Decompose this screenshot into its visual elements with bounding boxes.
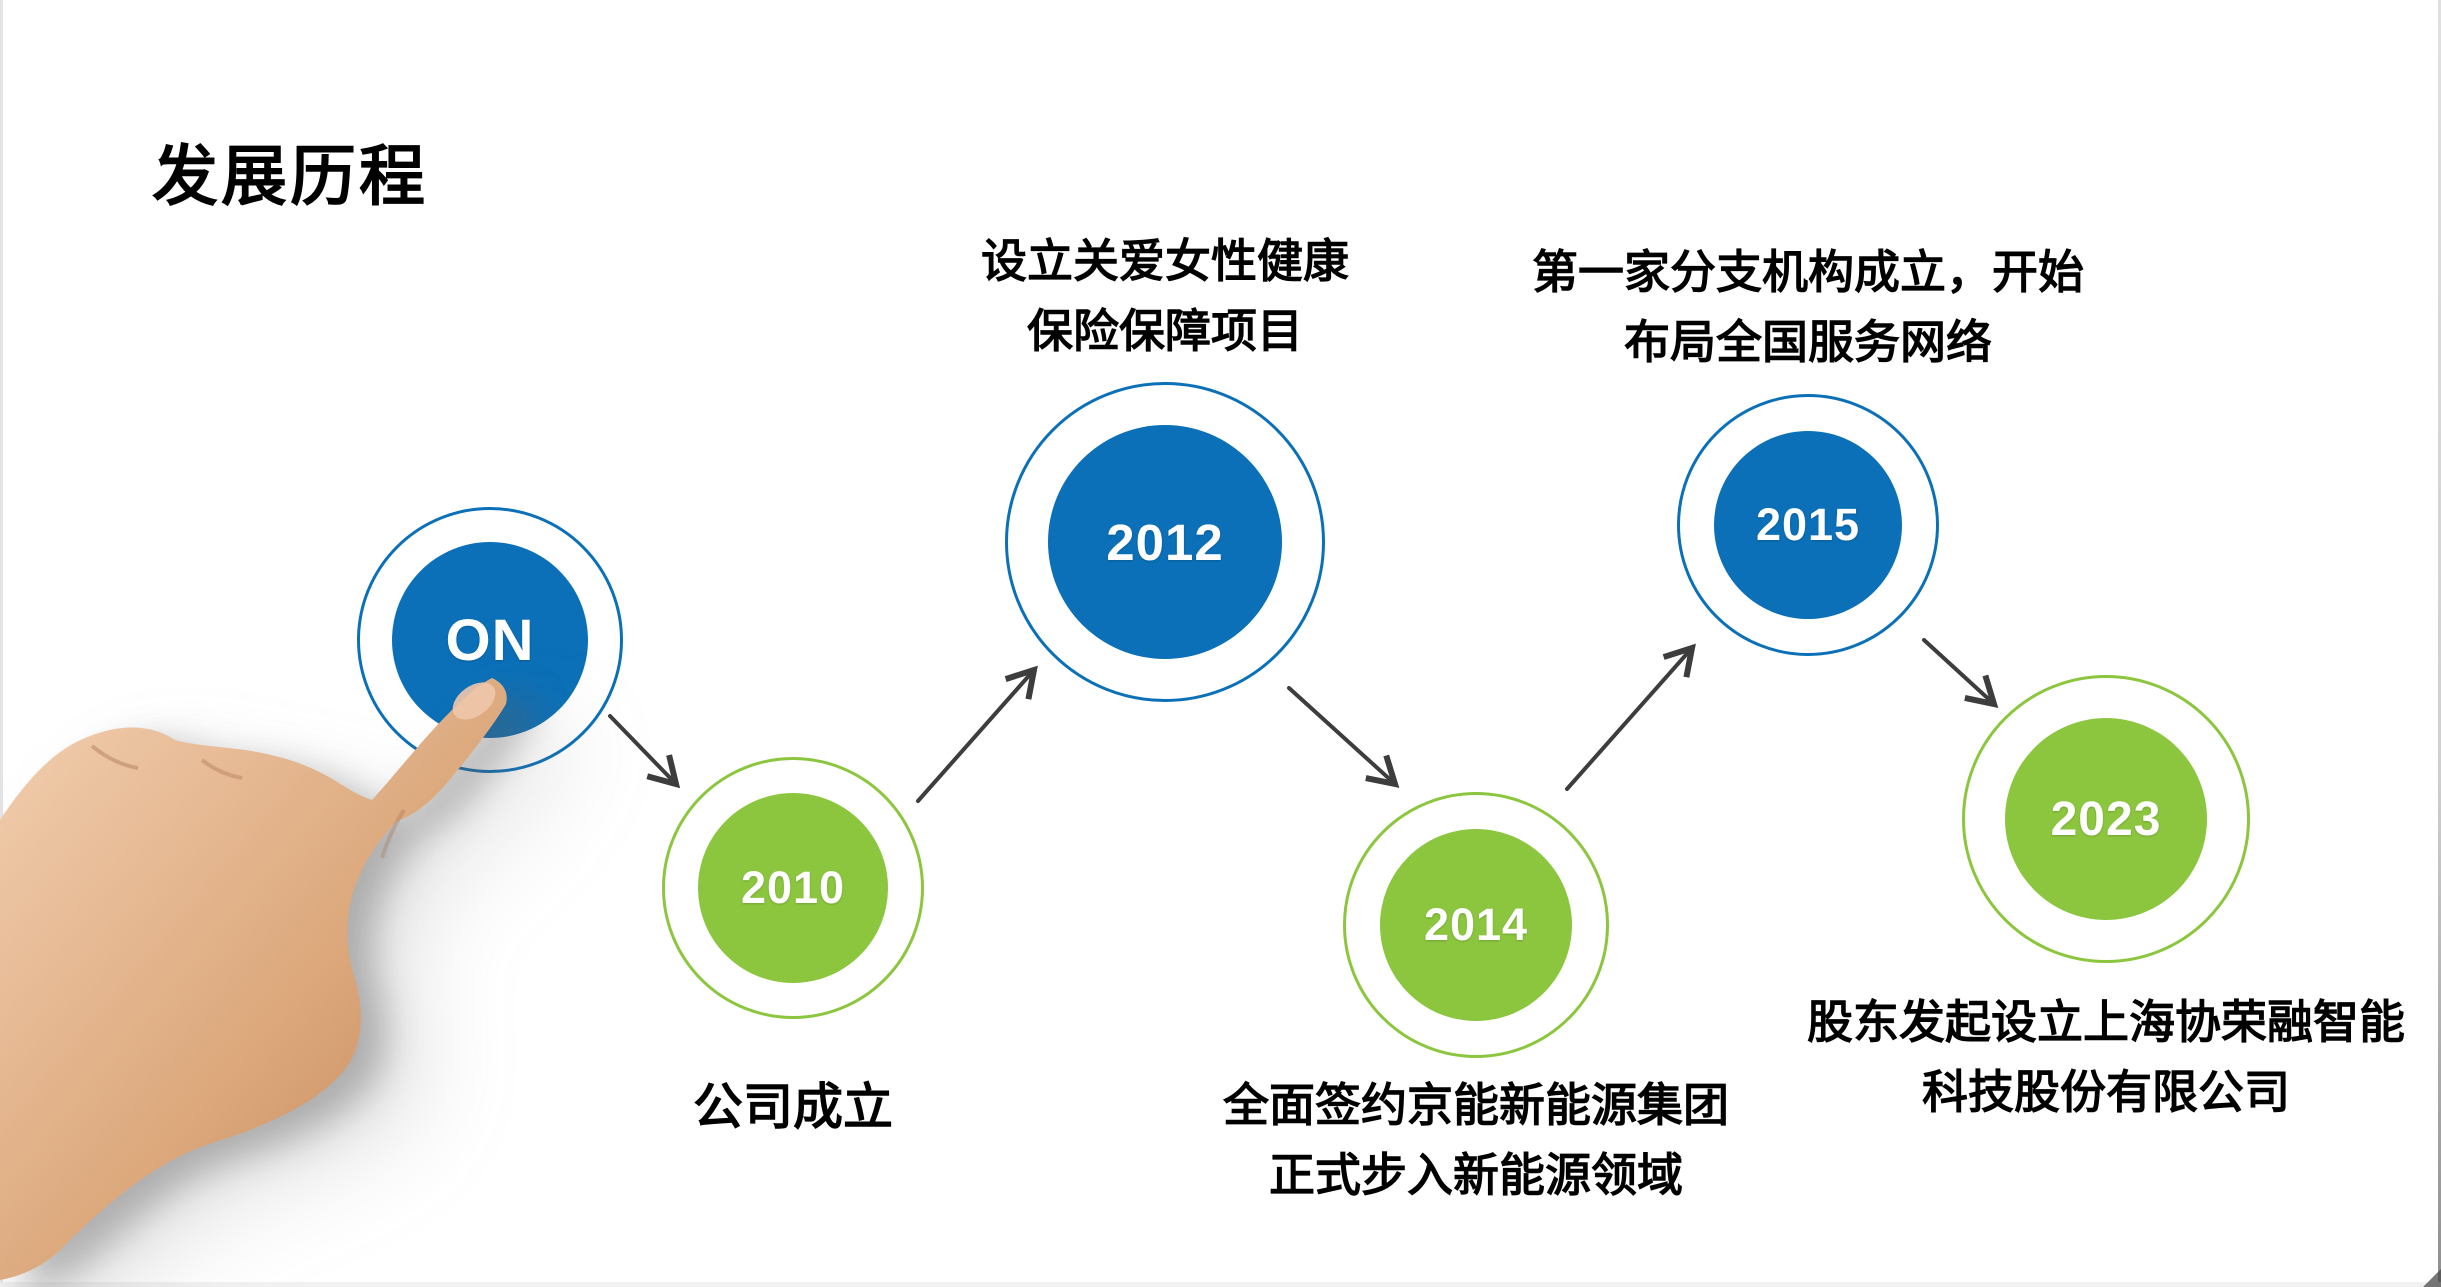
timeline-node-2014: 2014	[1343, 792, 1609, 1058]
fingernail	[452, 682, 496, 720]
label-line: 正式步入新能源领域	[1269, 1149, 1683, 1201]
node-year: 2012	[1106, 513, 1224, 571]
slide-edge-right	[2438, 0, 2441, 1287]
node-year: 2010	[740, 862, 846, 913]
node-circle: ON	[392, 542, 588, 738]
arrow-2014-to-2015-icon	[1565, 643, 1696, 791]
label-line: 科技股份有限公司	[1922, 1066, 2290, 1118]
node-circle: 2014	[1380, 829, 1572, 1021]
milestone-label-2010: 公司成立	[393, 1072, 1193, 1142]
arrow-2010-to-2012-icon	[916, 665, 1038, 803]
arrow-2012-to-2014-icon	[1287, 686, 1400, 788]
node-year: 2015	[1755, 499, 1861, 550]
node-year: 2023	[2050, 792, 2162, 846]
label-line: 公司成立	[693, 1079, 893, 1135]
knuckle-crease	[90, 744, 139, 770]
label-line: 股东发起设立上海协荣融智能	[1807, 996, 2405, 1048]
slide-corner-shadow	[2423, 1269, 2441, 1287]
label-line: 保险保障项目	[1027, 305, 1303, 357]
hand-shape	[0, 678, 507, 1280]
slide-edge-left	[0, 0, 3, 1287]
timeline-node-2015: 2015	[1677, 394, 1939, 656]
slide-edge-bottom	[0, 1282, 2441, 1287]
milestone-label-2015: 第一家分支机构成立，开始 布局全国服务网络	[1408, 237, 2208, 377]
timeline-node-2010: 2010	[662, 757, 924, 1019]
knuckle-crease	[200, 758, 243, 780]
node-year: 2014	[1423, 899, 1529, 950]
node-circle: 2023	[2005, 718, 2207, 920]
label-line: 第一家分支机构成立，开始	[1532, 246, 2084, 298]
timeline-node-2023: 2023	[1962, 675, 2250, 963]
node-year: ON	[445, 607, 535, 673]
label-line: 布局全国服务网络	[1624, 316, 1992, 368]
page-title: 发展历程	[152, 139, 428, 214]
pointing-hand-icon	[0, 678, 507, 1280]
node-circle: 2012	[1048, 425, 1282, 659]
label-line: 设立关爱女性健康	[981, 235, 1349, 287]
milestone-label-2014: 全面签约京能新能源集团 正式步入新能源领域	[1076, 1070, 1876, 1210]
milestone-label-2023: 股东发起设立上海协荣融智能 科技股份有限公司	[1706, 987, 2441, 1127]
label-line: 全面签约京能新能源集团	[1223, 1079, 1729, 1131]
milestone-label-2012: 设立关爱女性健康 保险保障项目	[765, 226, 1565, 366]
arrow-on-to-2010-icon	[608, 714, 681, 789]
arrow-2015-to-2023-icon	[1922, 638, 1999, 708]
timeline-node-on: ON	[357, 507, 623, 773]
node-circle: 2010	[698, 793, 888, 983]
finger-crease	[380, 808, 406, 859]
timeline-node-2012: 2012	[1005, 382, 1325, 702]
node-circle: 2015	[1714, 431, 1902, 619]
